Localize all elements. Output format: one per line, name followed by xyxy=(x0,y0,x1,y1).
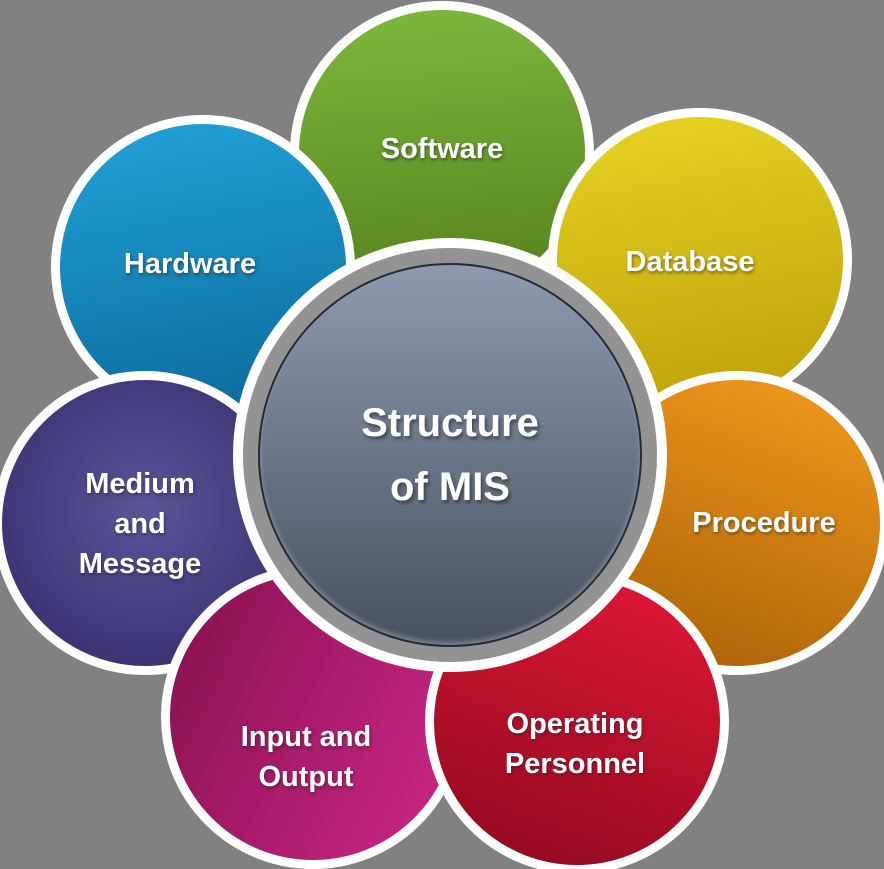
center-fill: Structure of MIS xyxy=(258,263,642,647)
center-circle: Structure of MIS xyxy=(233,238,667,672)
title-line-1: Structure xyxy=(361,401,539,445)
title-line-2: of MIS xyxy=(390,465,510,509)
diagram-title: Structure of MIS xyxy=(361,391,539,519)
center-gray-ring: Structure of MIS xyxy=(243,248,657,662)
circle-hardware xyxy=(51,115,355,419)
